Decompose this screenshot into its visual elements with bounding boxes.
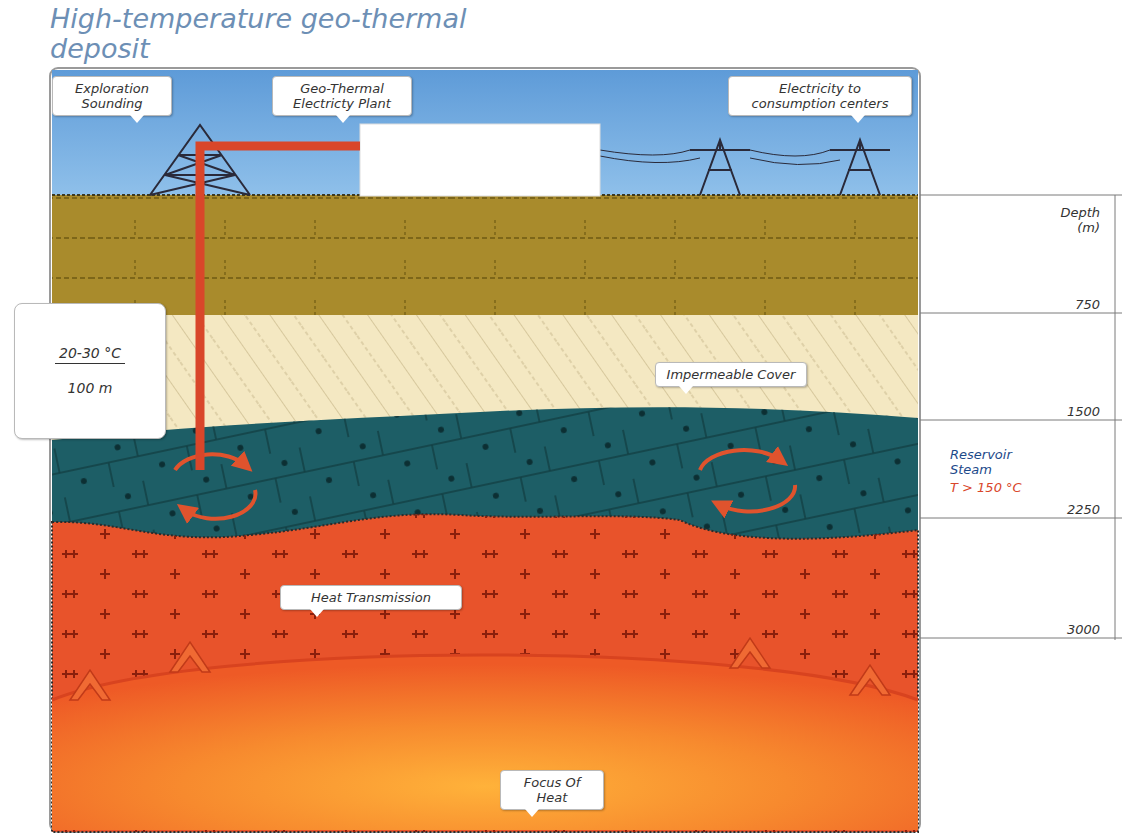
depth-value: 2250 bbox=[1040, 502, 1100, 517]
gradient-text: 100 m bbox=[64, 379, 117, 398]
callout-text: Impermeable Cover bbox=[664, 367, 798, 382]
callout-pointer bbox=[851, 115, 865, 123]
callout-pointer bbox=[525, 809, 539, 817]
callout-box: Impermeable Cover bbox=[655, 362, 807, 387]
callout-text: Focus Of Heat bbox=[509, 775, 595, 805]
callout-box: Electricity to consumption centers bbox=[728, 76, 912, 116]
gradient-text: 20-30 °C bbox=[55, 344, 125, 364]
callout-pointer bbox=[310, 609, 324, 617]
reservoir-label: Reservoir Steam bbox=[950, 447, 1040, 477]
callout-box: Exploration Sounding bbox=[52, 76, 172, 116]
depth-value: 3000 bbox=[1040, 622, 1100, 637]
axis-label: Depth (m) bbox=[1040, 205, 1100, 235]
temperature-label: T > 150 °C bbox=[950, 480, 1060, 495]
callout-pointer bbox=[130, 115, 144, 123]
callout-text: Exploration Sounding bbox=[61, 81, 163, 111]
depth-value: 1500 bbox=[1040, 404, 1100, 419]
diagram-title: High-temperature geo-thermal deposit bbox=[50, 4, 520, 64]
gradient-box: 20-30 °C 100 m bbox=[14, 303, 166, 439]
callout-box: Heat Transmission bbox=[280, 585, 462, 610]
callout-text: Geo-Thermal Electricty Plant bbox=[281, 81, 403, 111]
callout-pointer bbox=[679, 386, 693, 394]
callout-box: Focus Of Heat bbox=[500, 770, 604, 810]
callout-box: Geo-Thermal Electricty Plant bbox=[272, 76, 412, 116]
callout-text: Electricity to consumption centers bbox=[737, 81, 903, 111]
callout-pointer bbox=[336, 115, 350, 123]
callout-text: Heat Transmission bbox=[289, 590, 453, 605]
depth-value: 750 bbox=[1040, 297, 1100, 312]
